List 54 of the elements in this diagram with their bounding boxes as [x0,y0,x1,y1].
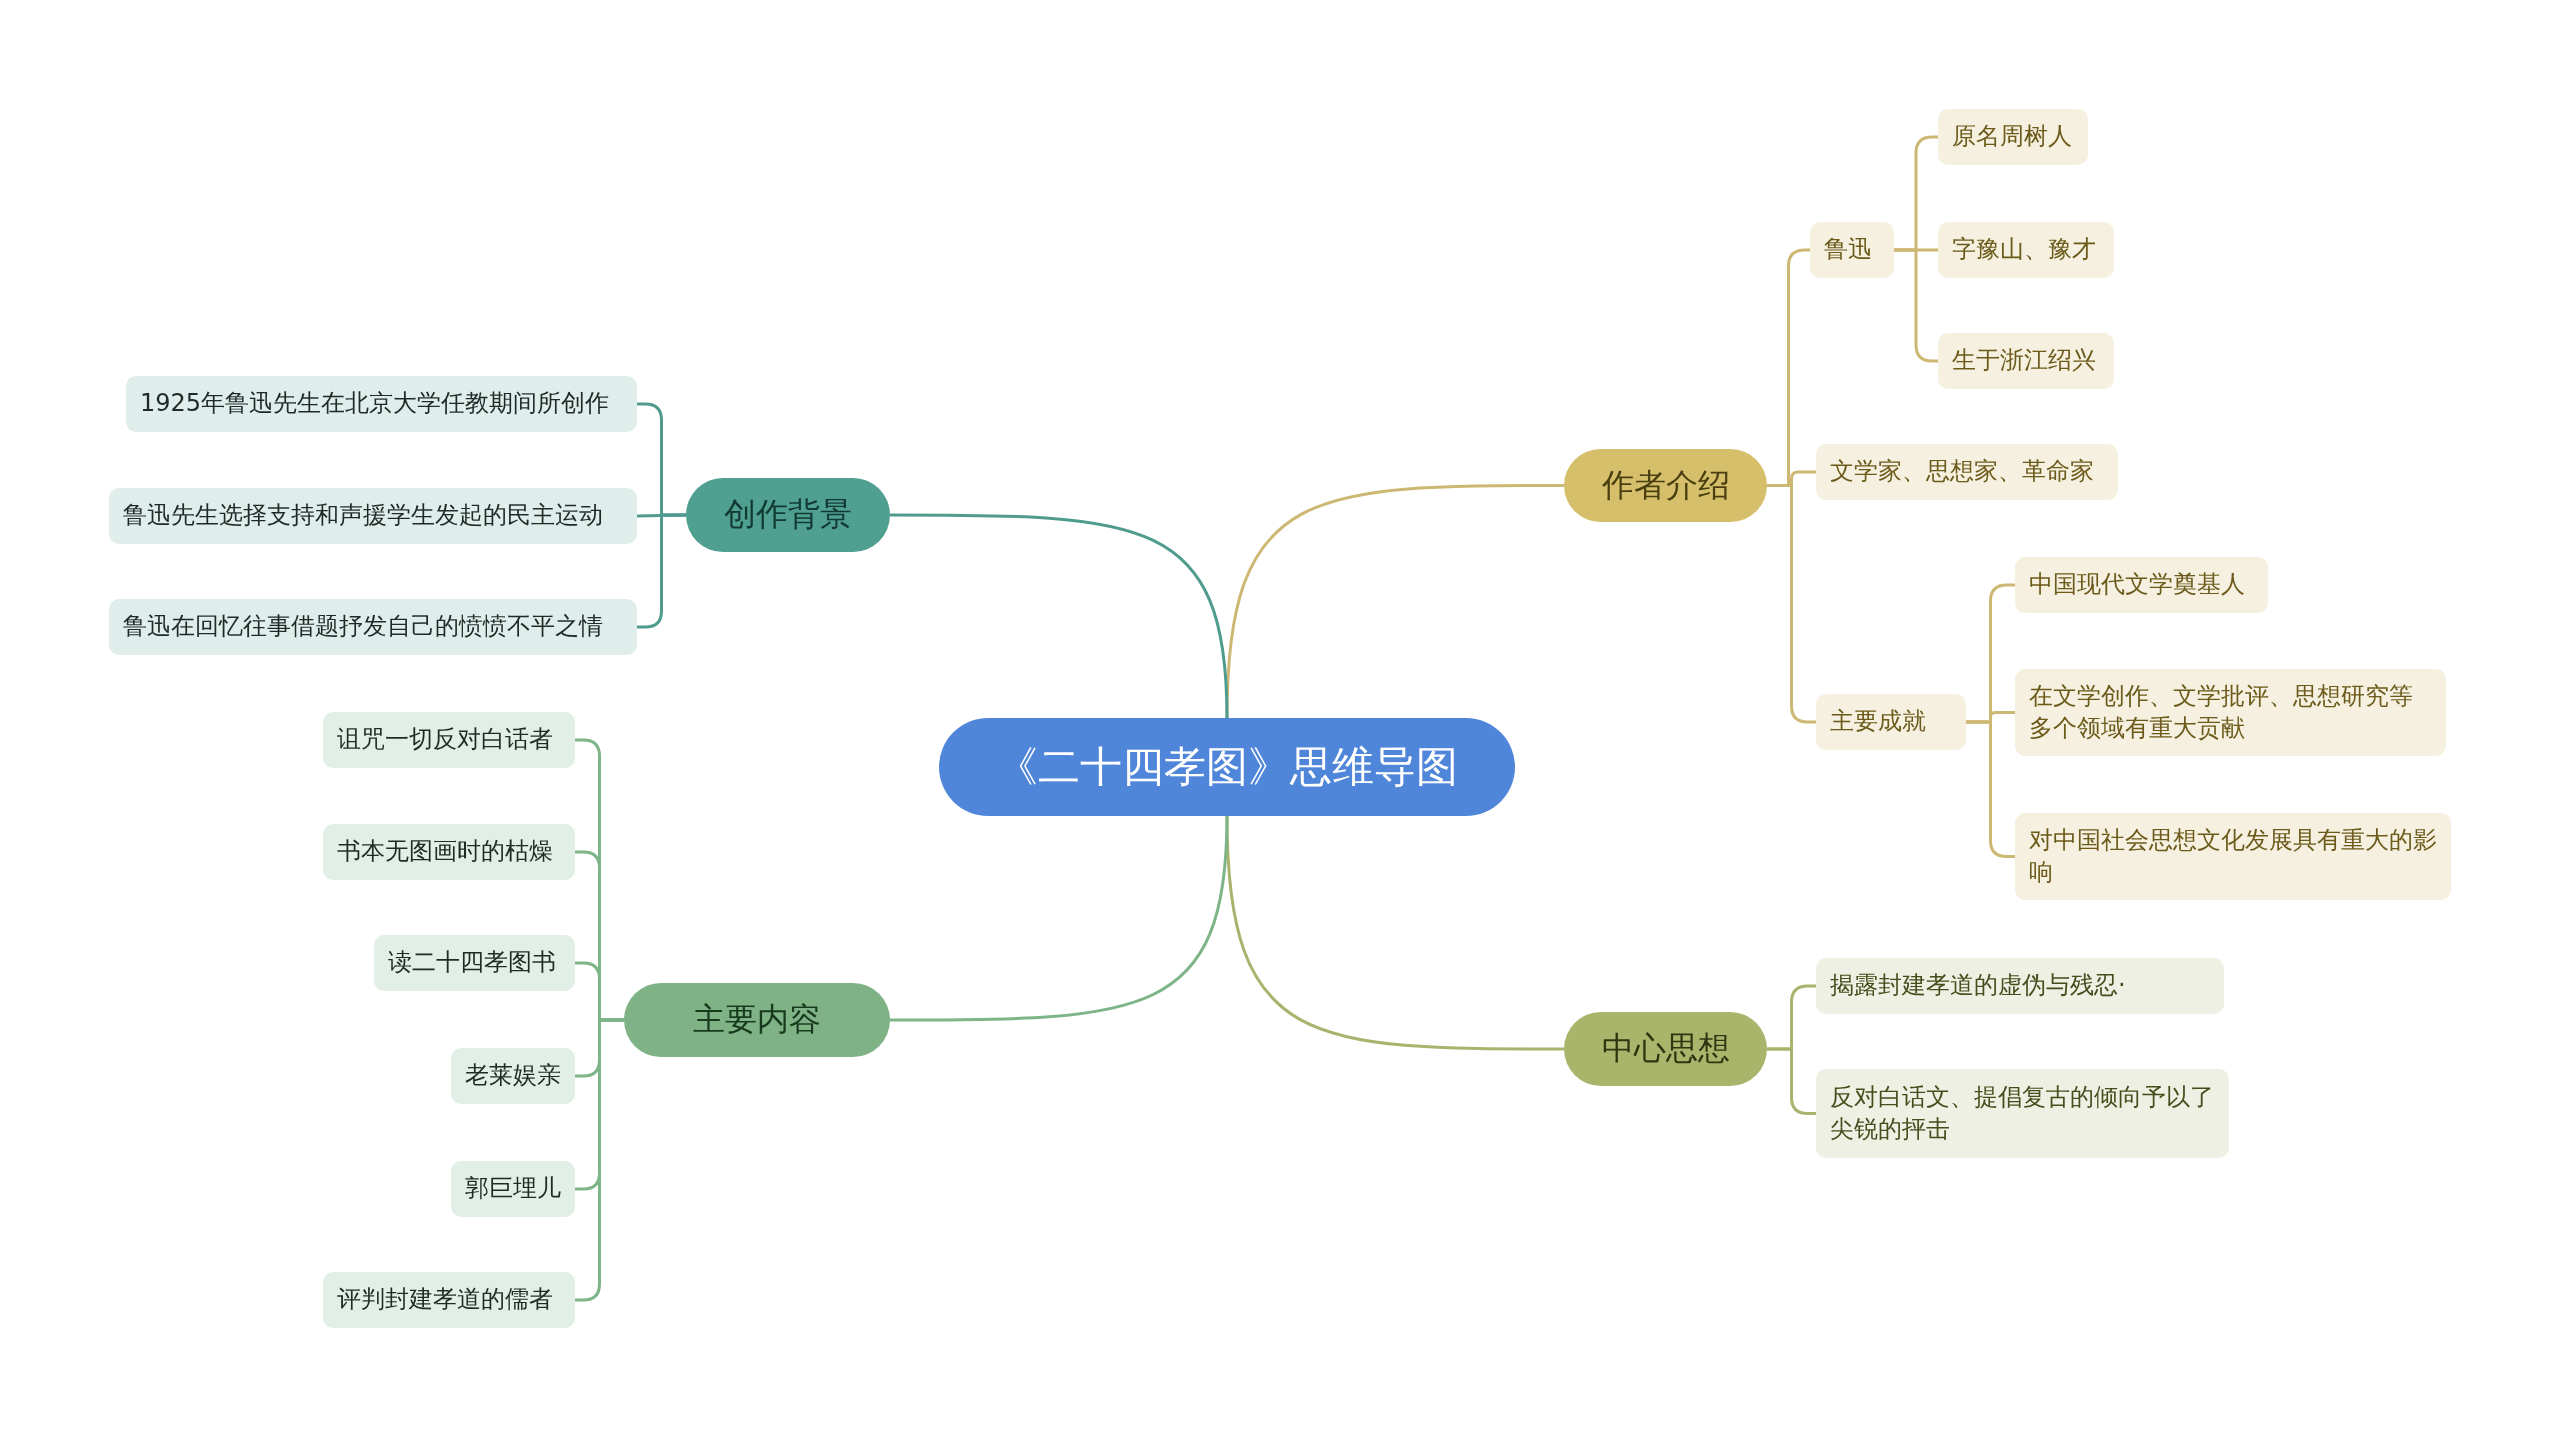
main-topic-text: 创作背景 [724,494,852,536]
subtopic-text: 读二十四孝图书 [388,947,556,979]
subtopic-box [1816,958,2224,1014]
subtopic-text: 鲁迅先生选择支持和声援学生发起的民主运动 [123,500,603,532]
subtopic-box [323,824,575,880]
subtopic-box [2015,557,2268,613]
subtopic-text: 中国现代文学奠基人 [2029,569,2245,601]
subtopic-box [1816,444,2118,500]
subtopic-box [323,1272,575,1328]
subtopic-box [323,712,575,768]
subtopic-box [109,488,637,544]
subtopic-text: 诅咒一切反对白话者 [337,724,553,756]
subtopic-text: 反对白话文、提倡复古的倾向予以了尖锐的抨击 [1830,1082,2215,1145]
branch-line [1225,484,1564,719]
subtopic-box [1938,333,2114,389]
subtopic-text: 郭巨埋儿 [465,1173,561,1205]
subtopic-box [1938,109,2088,165]
subtopic-box [126,376,637,432]
subtopic-text: 主要成就 [1830,706,1926,738]
subtopic-text: 在文学创作、文学批评、思想研究等多个领域有重大贡献 [2029,681,2414,744]
main-topic-text: 作者介绍 [1601,464,1730,506]
subtopic-text: 评判封建孝道的儒者 [337,1284,553,1316]
subtopic-box [109,599,637,655]
branch-line [890,513,1229,719]
subtopic-text: 对中国社会思想文化发展具有重大的影响 [2029,825,2437,888]
subtopic-text: 揭露封建孝道的虚伪与残忍· [1830,970,2126,1002]
branch-line [890,815,1229,1022]
subtopic-box [451,1161,575,1217]
subtopic-text: 鲁迅在回忆往事借题抒发自己的愤愤不平之情 [123,611,603,643]
main-topic-text: 主要内容 [693,999,821,1041]
central-topic-text: 《二十四孝图》思维导图 [996,740,1458,793]
main-topic-text: 中心思想 [1601,1028,1730,1070]
subtopic-box [374,935,575,991]
subtopic-text: 原名周树人 [1952,121,2072,153]
subtopic-text: 书本无图画时的枯燥 [337,836,553,868]
subtopic-box [2015,813,2451,900]
branch-line [1225,815,1564,1051]
subtopic-text: 文学家、思想家、革命家 [1830,456,2094,488]
subtopic-text: 生于浙江绍兴 [1952,345,2096,377]
subtopic-box [1810,222,1894,278]
branch-line [1966,720,2015,858]
subtopic-box [1816,694,1966,750]
branch-line [1767,1047,1816,1115]
subtopic-text: 老莱娱亲 [465,1060,561,1092]
subtopic-text: 字豫山、豫才 [1952,234,2096,266]
branch-line [637,513,686,629]
subtopic-box [451,1048,575,1104]
branch-line [1767,484,1816,724]
subtopic-box [1816,1069,2229,1158]
branch-line [575,1018,624,1302]
subtopic-box [2015,669,2446,756]
subtopic-text: 鲁迅 [1824,234,1872,266]
subtopic-text: 1925年鲁迅先生在北京大学任教期间所创作 [140,388,610,420]
subtopic-box [1938,222,2114,278]
